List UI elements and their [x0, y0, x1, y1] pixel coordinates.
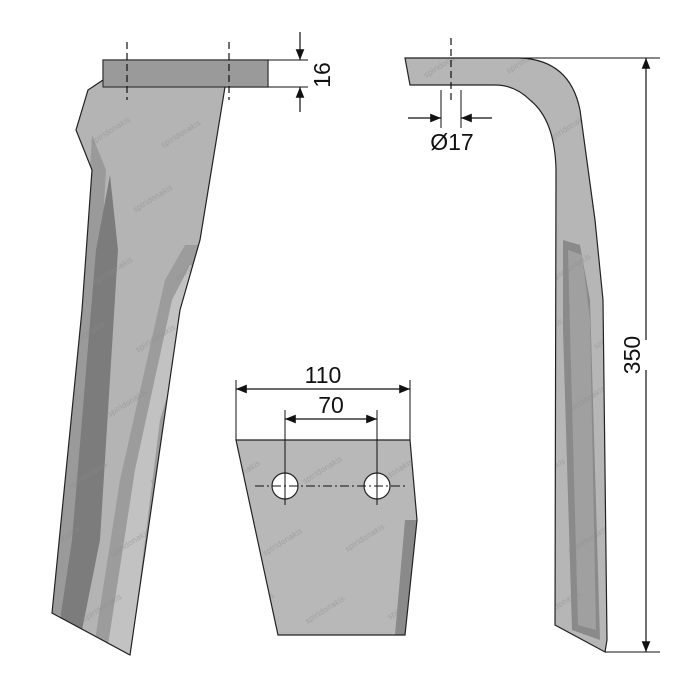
- dimension-thickness: 16: [268, 32, 335, 112]
- mounting-plate-view: [235, 439, 418, 636]
- dimension-plate-width: 110: [235, 362, 411, 440]
- overall-height-label: 350: [619, 336, 645, 374]
- thickness-label: 16: [309, 62, 335, 88]
- mounting-plate-outline: [235, 439, 418, 636]
- dimension-hole-spacing: 70: [284, 392, 378, 470]
- blade-front-view: [51, 42, 269, 656]
- hole-diameter-label: Ø17: [430, 129, 473, 155]
- mounting-flange: [102, 59, 269, 88]
- dimension-hole-diameter: Ø17: [408, 90, 492, 155]
- blade-side-outline: [404, 57, 608, 653]
- dimension-overall-height: 350: [520, 57, 660, 653]
- plate-width-label: 110: [305, 362, 342, 388]
- hole-spacing-label: 70: [318, 392, 344, 418]
